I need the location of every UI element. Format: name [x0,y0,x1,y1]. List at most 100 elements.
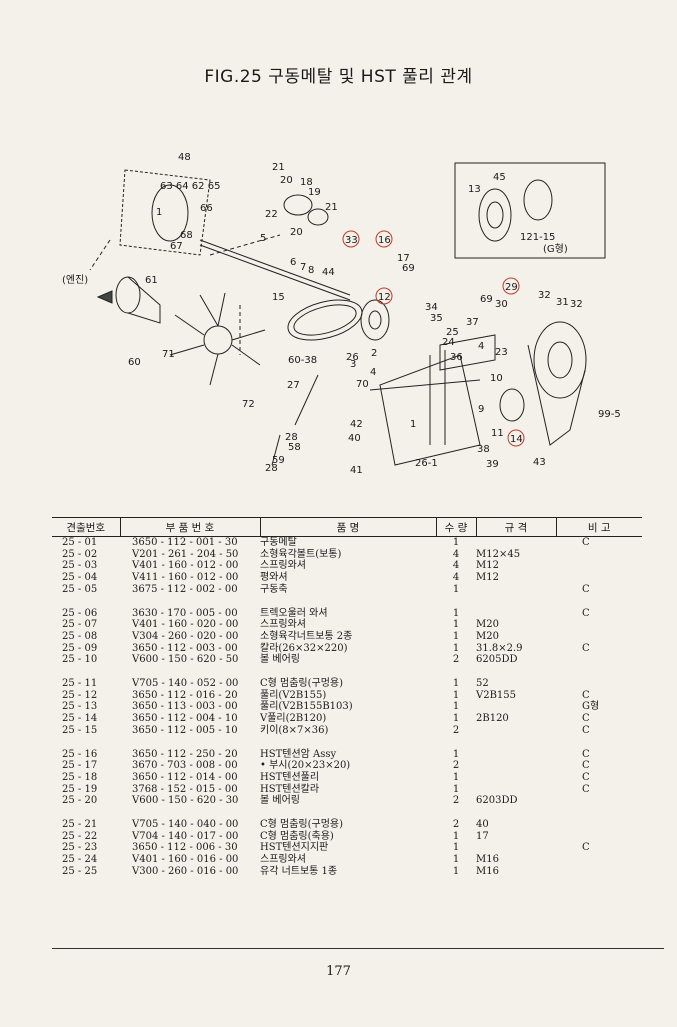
cell-qty: 1 [452,619,460,631]
cell-remarks: C [582,842,590,854]
cell-item-no: 25 - 21 [62,819,98,831]
svg-text:19: 19 [308,187,321,198]
cell-part-name: 스프링와셔 [260,560,306,572]
svg-text:58: 58 [288,442,301,453]
svg-text:(G형): (G형) [543,243,568,255]
cell-qty: 4 [452,560,460,572]
col-header-no: 견출번호 [52,517,120,537]
svg-text:33: 33 [345,235,358,246]
cell-qty: 1 [452,689,460,701]
cell-remarks: C [582,760,590,772]
cell-qty: 4 [452,572,460,584]
svg-text:35: 35 [430,313,443,324]
group-spacer [52,807,642,819]
cell-part-name: 풀리(V2B155B103) [260,701,353,713]
cell-part-name: 트렉오울러 와셔 [260,607,328,619]
cell-spec: 40 [476,819,489,831]
cell-qty: 1 [452,607,460,619]
cell-part-number: V705 - 140 - 052 - 00 [132,678,239,690]
group-spacer [52,666,642,678]
cell-part-number: V600 - 150 - 620 - 50 [132,654,239,666]
cell-item-no: 25 - 15 [62,724,98,736]
svg-text:26: 26 [346,352,359,363]
cell-part-name: 구동메탈 [260,537,297,548]
cell-remarks [556,831,642,843]
cell-item-no: 25 - 12 [62,689,98,701]
cell-qty: 4 [452,548,460,560]
svg-text:4: 4 [478,341,484,352]
cell-qty: 1 [452,537,460,548]
cell-item-no: 25 - 14 [62,713,98,725]
cell-item-no: 25 - 02 [62,548,98,560]
cell-part-name: C형 멈춤링(구멍용) [260,678,344,690]
cell-remarks: C [582,607,590,619]
cell-item-no: 25 - 07 [62,619,98,631]
svg-text:60: 60 [128,357,141,368]
page-number: 177 [326,964,351,979]
cell-part-name: • 부시(20×23×20) [260,760,351,772]
svg-text:38: 38 [477,444,490,455]
table-row: 25 - 11 V705 - 140 - 052 - 00 C형 멈춤링(구멍용) 1… [52,678,642,690]
cell-part-number: 3650 - 112 - 005 - 10 [132,724,238,736]
col-header-qty: 수 량 [435,517,476,537]
cell-remarks: C [582,713,590,725]
svg-text:63 64 62 65: 63 64 62 65 [160,181,220,192]
cell-part-name: 구동축 [260,583,288,595]
cell-spec: M12×45 [476,548,521,560]
cell-spec [476,701,556,713]
cell-remarks [556,549,642,561]
cell-remarks [556,572,642,584]
cell-part-name: 스프링와셔 [260,854,306,866]
svg-text:69: 69 [402,263,415,274]
bottom-rule [52,948,664,949]
cell-qty: 1 [452,783,460,795]
svg-text:28: 28 [265,463,278,474]
svg-text:99-5: 99-5 [598,409,621,420]
svg-text:25: 25 [446,327,459,338]
cell-qty: 1 [452,713,460,725]
cell-item-no: 25 - 11 [62,678,98,690]
svg-text:7: 7 [300,262,306,273]
cell-spec: 6205DD [476,654,518,666]
col-header-spec: 규 격 [475,517,556,537]
cell-part-number: 3650 - 112 - 006 - 30 [132,842,238,854]
group-spacer [52,596,642,608]
cell-item-no: 25 - 06 [62,607,98,619]
cell-qty: 1 [452,678,460,690]
cell-spec [476,749,556,761]
cell-part-number: V600 - 150 - 620 - 30 [132,795,239,807]
cell-item-no: 25 - 25 [62,865,98,877]
svg-text:60-38: 60-38 [288,355,317,366]
svg-text:68: 68 [180,230,193,241]
cell-part-number: 3675 - 112 - 002 - 00 [132,583,238,595]
cell-spec: 6203DD [476,795,518,807]
svg-text:23: 23 [495,347,508,358]
cell-qty: 1 [452,748,460,760]
svg-text:13: 13 [468,184,481,195]
cell-remarks [556,560,642,572]
svg-text:29: 29 [505,282,518,293]
svg-text:61: 61 [145,275,158,286]
cell-item-no: 25 - 13 [62,701,98,713]
svg-text:(엔진): (엔진) [62,274,88,286]
svg-text:45: 45 [493,172,506,183]
cell-part-name: V풀리(2B120) [260,713,327,725]
cell-part-name: 칼라(26×32×220) [260,642,348,654]
svg-text:8: 8 [308,265,314,276]
cell-spec: 17 [476,830,489,842]
cell-part-name: 풀리(V2B155) [260,689,327,701]
cell-part-number: V704 - 140 - 017 - 00 [132,830,239,842]
svg-text:67: 67 [170,241,183,252]
svg-text:71: 71 [162,349,175,360]
svg-text:2: 2 [371,348,377,359]
